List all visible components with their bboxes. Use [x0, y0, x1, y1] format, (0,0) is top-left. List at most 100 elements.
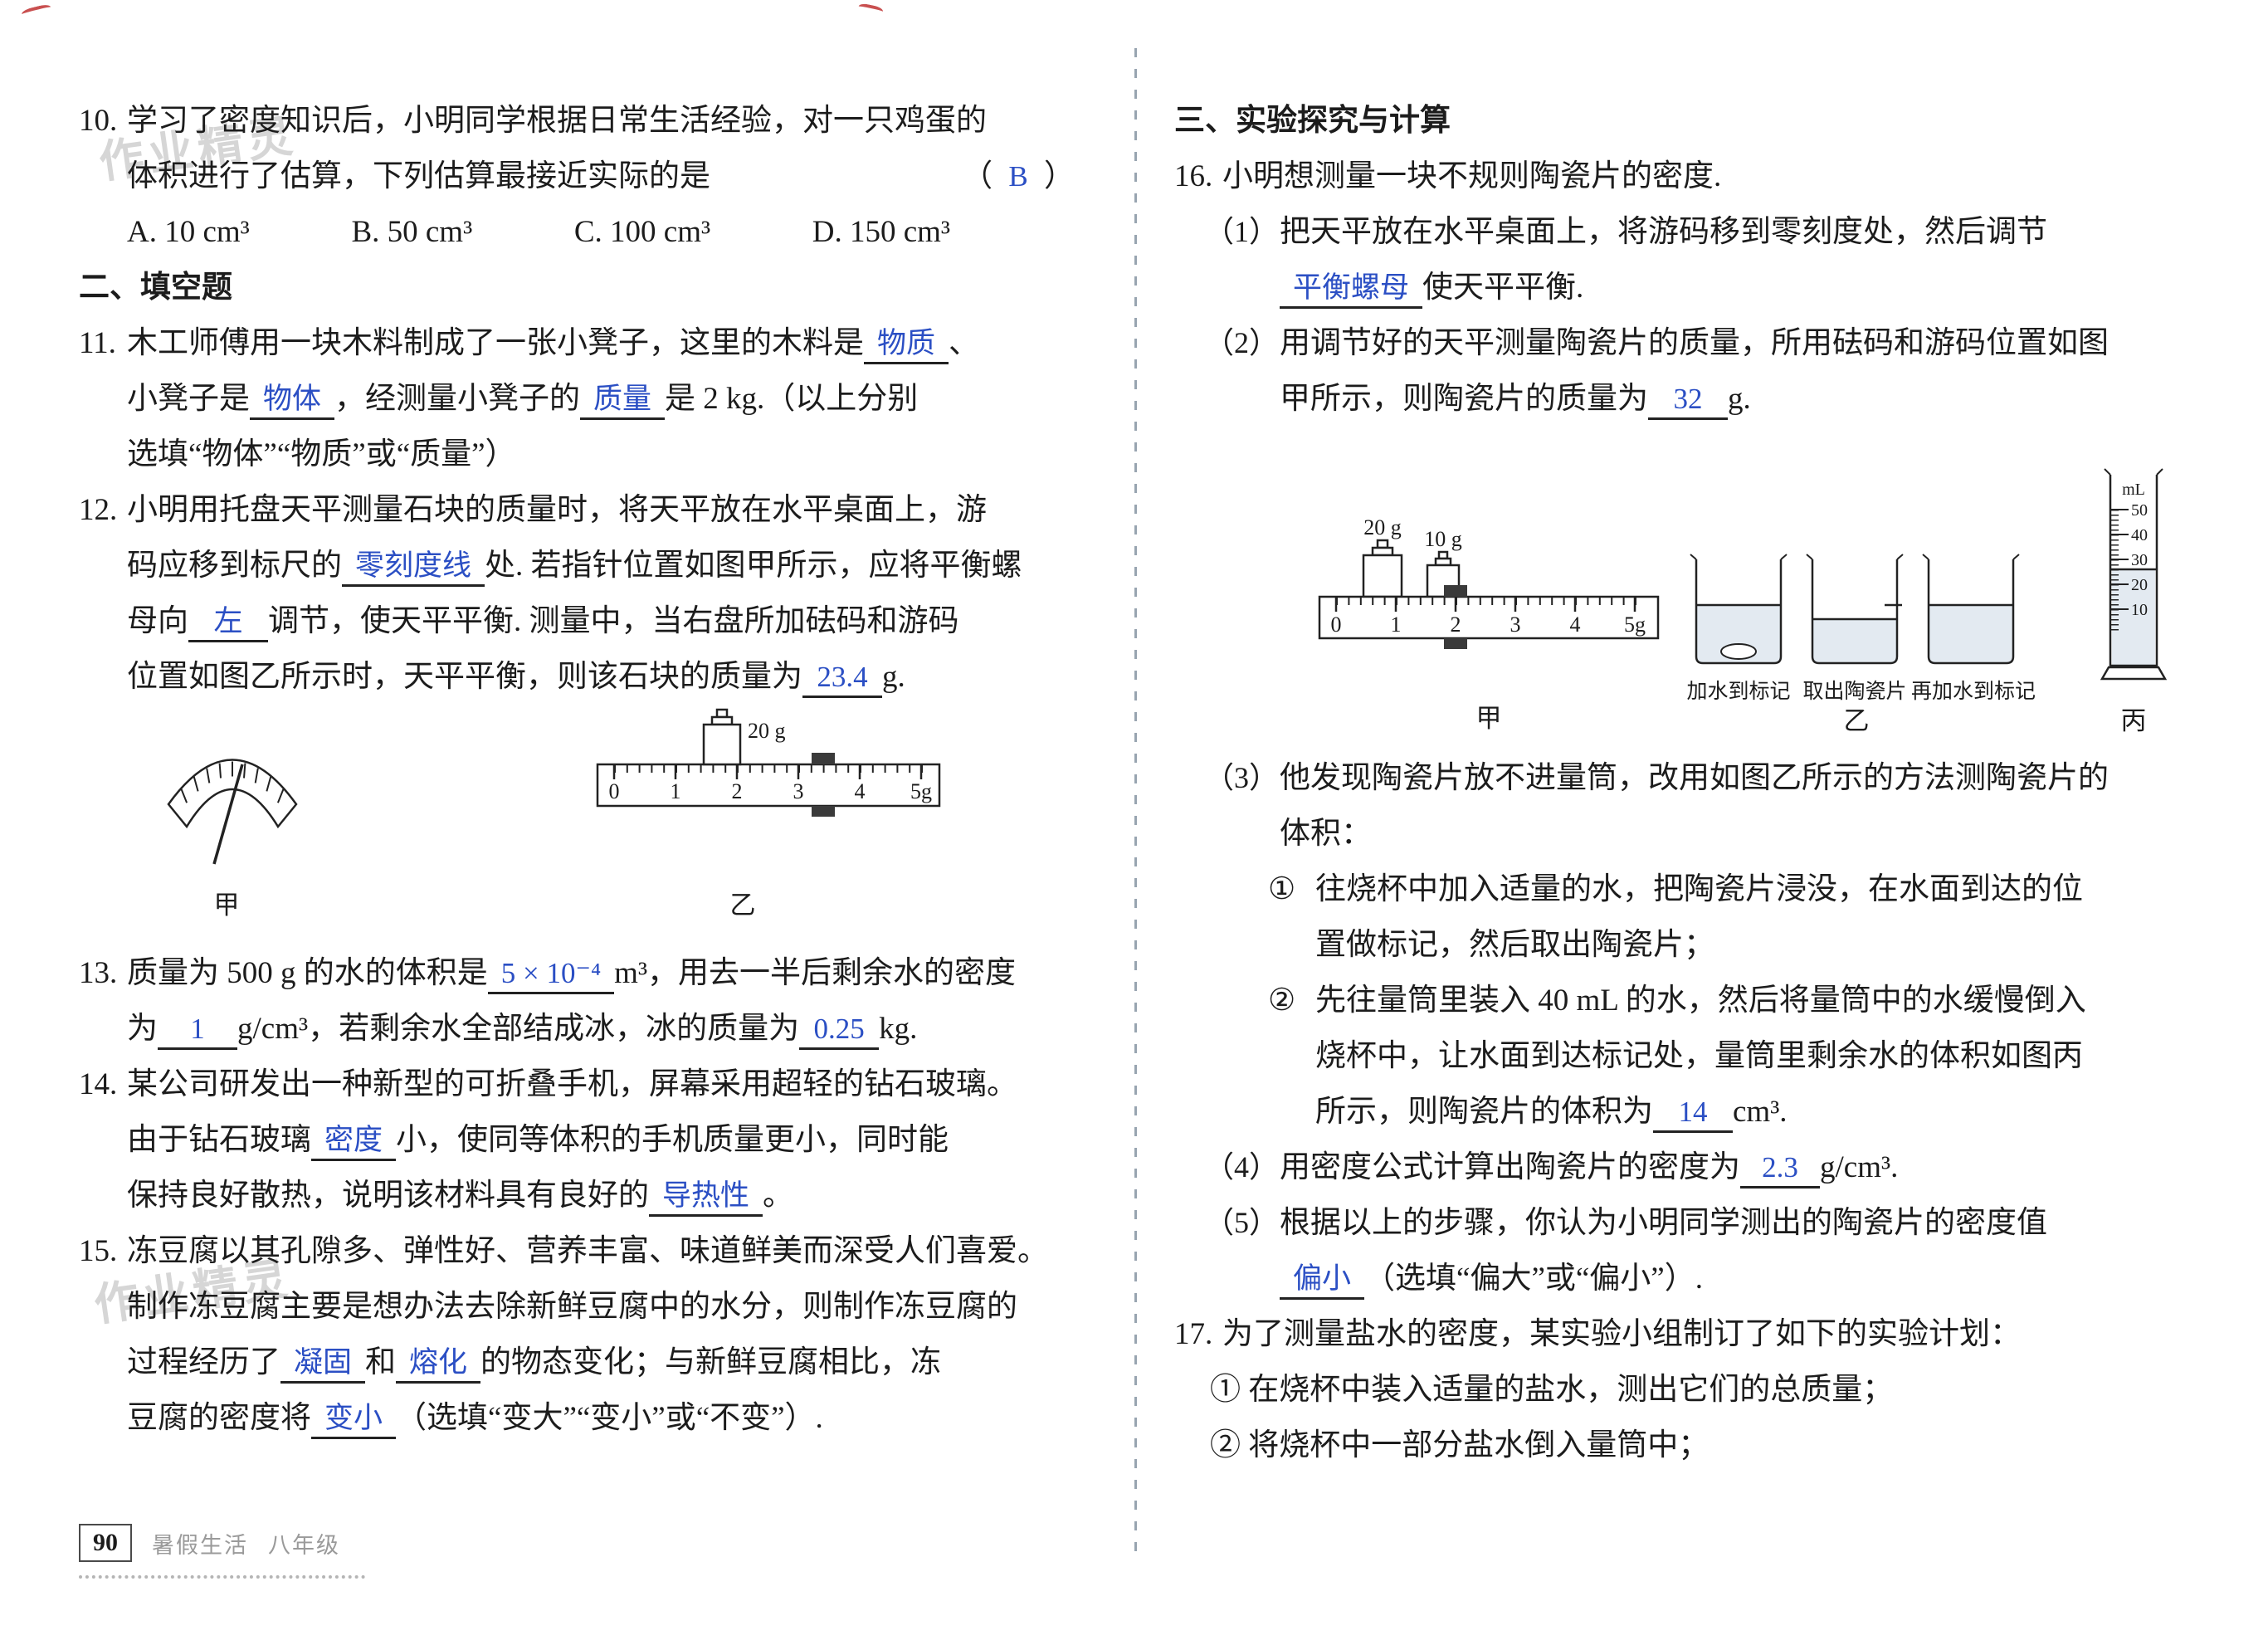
label-jia: 甲 — [214, 891, 240, 920]
rider-bottom-tab — [812, 806, 835, 817]
question-line: 他发现陶瓷片放不进量筒，改用如图乙所示的方法测陶瓷片的 — [1174, 750, 2207, 806]
question-12: 12. 小明用托盘天平测量石块的质量时，将天平放在水平桌面上，游 码应移到标尺的… — [79, 482, 1112, 945]
text-run: 小，使同等体积的手机质量更小，同时能 — [396, 1123, 949, 1157]
label-jia: 甲 — [1476, 704, 1502, 733]
red-pen-mark — [21, 2, 52, 21]
answer-blank: 14 — [1653, 1094, 1733, 1133]
text-run: cm³. — [1733, 1095, 1788, 1129]
question-line: 保持良好散热，说明该材料具有良好的导热性。 — [79, 1168, 1112, 1223]
text-run: 母向 — [127, 604, 188, 638]
answer-blank: 凝固 — [280, 1345, 366, 1384]
ruler-number: 5g — [1624, 613, 1646, 637]
answer-blank: 32 — [1648, 381, 1728, 420]
question-16: 16. 小明想测量一块不规则陶瓷片的密度. （1） 把天平放在水平桌面上，将游码… — [1174, 149, 2207, 1306]
question-line: ① 在烧杯中装入适量的盐水，测出它们的总质量； — [1174, 1362, 2207, 1418]
part-2: （2） 用调节好的天平测量陶瓷片的质量，所用砝码和游码位置如图 甲所示，则陶瓷片… — [1174, 315, 2207, 427]
question-line: 偏小（选填“偏大”或“偏小”）. — [1174, 1251, 2207, 1306]
label-bing: 丙 — [2121, 706, 2147, 735]
question-line: 某公司研发出一种新型的可折叠手机，屏幕采用超轻的钻石玻璃。 — [79, 1057, 1112, 1112]
text-run: 往烧杯中加入适量的水，把陶瓷片浸没，在水面到达的位 — [1315, 872, 2083, 906]
text-run: 处. 若指针位置如图甲所示，应将平衡螺 — [485, 549, 1022, 583]
ruler-number: 0 — [609, 779, 620, 803]
question-line: 码应移到标尺的零刻度线处. 若指针位置如图甲所示，应将平衡螺 — [79, 538, 1112, 593]
question-line: 母向左调节，使天平平衡. 测量中，当右盘所加砝码和游码 — [79, 593, 1112, 649]
question-line: 把天平放在水平桌面上，将游码移到零刻度处，然后调节 — [1174, 204, 2207, 260]
grade-label: 八年级 — [268, 1532, 340, 1558]
answer-blank: 物质 — [864, 325, 949, 364]
question-number: 14. — [79, 1067, 118, 1101]
text-run: 用密度公式计算出陶瓷片的密度为 — [1280, 1150, 1740, 1184]
part-3: （3） 他发现陶瓷片放不进量筒，改用如图乙所示的方法测陶瓷片的 体积： — [1174, 750, 2207, 861]
answer-blank: 零刻度线 — [342, 548, 485, 587]
question-number: 13. — [79, 956, 118, 990]
question-line: 先往量筒里装入 40 mL 的水，然后将量筒中的水缓慢倒入 — [1174, 973, 2207, 1028]
rider-bottom-tab — [1444, 638, 1467, 649]
text-run: 选填“物体”“物质”或“质量”） — [127, 437, 516, 471]
part-number: （5） — [1204, 1206, 1280, 1239]
text-run: g. — [1728, 382, 1751, 416]
text-run: （选填“偏大”或“偏小”）. — [1364, 1262, 1703, 1296]
question-line: 豆腐的密度将变小（选填“变大”“变小”或“不变”）. — [79, 1390, 1112, 1446]
text-run: 制作冻豆腐主要是想办法去除新鲜豆腐中的水分，则制作冻豆腐的 — [127, 1290, 1017, 1324]
step-number: ① — [1268, 872, 1296, 906]
part-number: （3） — [1204, 761, 1280, 794]
answer-blank: 2.3 — [1740, 1149, 1820, 1189]
text-run: 体积： — [1280, 817, 1372, 851]
beaker-1-label: 加水到标记 — [1686, 680, 1790, 703]
text-run: 小明想测量一块不规则陶瓷片的密度. — [1222, 159, 1722, 193]
ceramic-piece — [1720, 643, 1757, 660]
pointer-scale — [167, 759, 298, 865]
answer-blank: 物体 — [250, 381, 335, 420]
text-run: 保持良好散热，说明该材料具有良好的 — [127, 1179, 649, 1213]
answer-blank: 导热性 — [649, 1178, 763, 1217]
text-run: ① 在烧杯中装入适量的盐水，测出它们的总质量； — [1210, 1373, 1894, 1407]
weight-20g-icon — [1362, 539, 1403, 598]
step-1: ① 往烧杯中加入适量的水，把陶瓷片浸没，在水面到达的位 置做标记，然后取出陶瓷片… — [1174, 861, 2207, 973]
ruler-number: 4 — [855, 779, 866, 803]
right-column: 三、实验探究与计算 16. 小明想测量一块不规则陶瓷片的密度. （1） 把天平放… — [1174, 93, 2207, 1473]
text-run: 小凳子是 — [127, 382, 250, 416]
text-run: ，经测量小凳子的 — [334, 382, 581, 416]
text-run: 学习了密度知识后，小明同学根据日常生活经验，对一只鸡蛋的 — [127, 104, 987, 138]
beam-scale — [1318, 595, 1660, 640]
section-heading-experiment: 三、实验探究与计算 — [1174, 104, 1451, 138]
scale-ticks — [180, 761, 285, 803]
cylinder-unit: mL — [2122, 481, 2145, 499]
beaker-3 — [1922, 554, 2020, 665]
question-line: 学习了密度知识后，小明同学根据日常生活经验，对一只鸡蛋的 — [79, 93, 1112, 149]
question-number: 16. — [1174, 159, 1213, 193]
beaker-2-label: 取出陶瓷片 — [1802, 680, 1906, 703]
part-number: （1） — [1204, 215, 1280, 248]
question-number: 12. — [79, 493, 118, 527]
book-title: 暑假生活 — [152, 1532, 248, 1558]
text-run: 码应移到标尺的 — [127, 549, 342, 583]
question-line: 冻豆腐以其孔隙多、弹性好、营养丰富、味道鲜美而深受人们喜爱。 — [79, 1223, 1112, 1279]
question-line: 根据以上的步骤，你认为小明同学测出的陶瓷片的密度值 — [1174, 1195, 2207, 1251]
question-line: 用调节好的天平测量陶瓷片的质量，所用砝码和游码位置如图 — [1174, 315, 2207, 371]
column-divider — [1134, 48, 1137, 1552]
text-run: 为 — [127, 1012, 158, 1046]
text-run: 豆腐的密度将 — [127, 1401, 311, 1435]
section-heading-fill-blanks: 二、填空题 — [79, 271, 232, 305]
question-line: 体积进行了估算，下列估算最接近实际的是（ B ） — [79, 149, 1075, 204]
text-run: m³，用去一半后剩余水的密度 — [614, 956, 1017, 990]
text-run: ） — [1036, 159, 1075, 193]
text-run: 甲所示，则陶瓷片的质量为 — [1280, 382, 1648, 416]
question-line: 烧杯中，让水面到达标记处，量筒里剩余水的体积如图丙 — [1174, 1028, 2207, 1084]
question-line: 小凳子是物体，经测量小凳子的质量是 2 kg.（以上分别 — [79, 371, 1112, 427]
text-run: 为了测量盐水的密度，某实验小组制订了如下的实验计划： — [1222, 1317, 2021, 1351]
text-run: 过程经历了 — [127, 1345, 280, 1379]
figure-q12-balance: 甲 0 1 2 3 4 5g 20 g 乙 — [167, 708, 941, 920]
text-run: B. 50 cm³ — [351, 215, 473, 249]
question-line: 体积： — [1174, 806, 2207, 861]
ruler-number: 5g — [910, 779, 932, 803]
text-run: ② 将烧杯中一部分盐水倒入量筒中； — [1210, 1428, 1710, 1462]
text-run: 烧杯中，让水面到达标记处，量筒里剩余水的体积如图丙 — [1315, 1039, 2083, 1073]
question-17: 17. 为了测量盐水的密度，某实验小组制订了如下的实验计划： ① 在烧杯中装入适… — [1174, 1306, 2207, 1473]
text-run: 的物态变化；与新鲜豆腐相比，冻 — [480, 1345, 942, 1379]
